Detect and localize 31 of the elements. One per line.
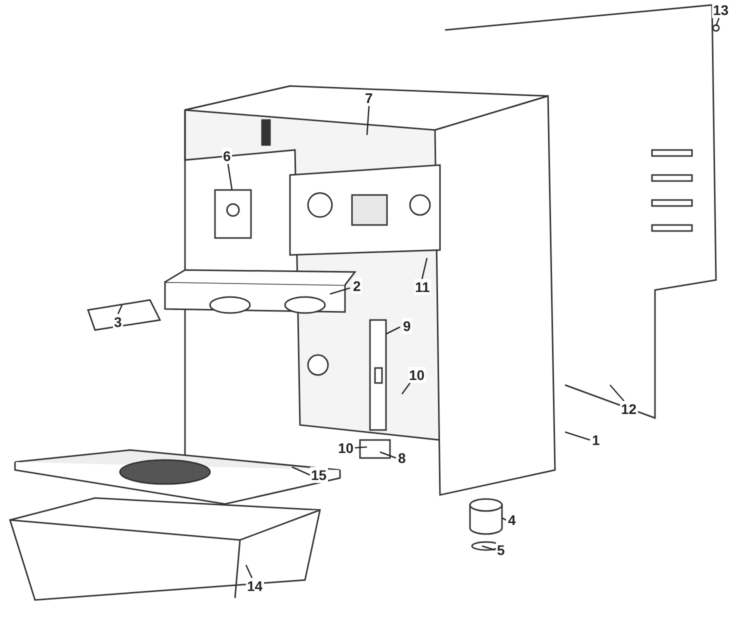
callout-number: 9 <box>402 318 412 334</box>
leader-line <box>564 431 590 441</box>
callout-number: 1 <box>591 432 601 448</box>
callout-number: 10 <box>408 367 426 383</box>
callout-number: 8 <box>397 450 407 466</box>
leader-line <box>330 287 350 295</box>
callout-number: 5 <box>496 542 506 558</box>
callout-number: 14 <box>246 578 264 594</box>
callout-number: 13 <box>712 2 730 18</box>
leader-line <box>386 326 400 335</box>
leader-line <box>502 517 506 521</box>
callout-number: 15 <box>310 467 328 483</box>
leader-line <box>227 164 233 190</box>
leader-line <box>421 258 428 280</box>
callout-number: 6 <box>222 148 232 164</box>
leader-line <box>610 384 624 402</box>
leader-line <box>366 106 370 136</box>
callout-number: 12 <box>620 401 638 417</box>
callout-number: 7 <box>364 90 374 106</box>
leader-line <box>715 18 720 26</box>
leader-line <box>380 451 396 459</box>
leader-line <box>292 466 310 476</box>
leader-line <box>401 382 411 394</box>
leader-line <box>482 545 496 551</box>
callout-number: 10 <box>337 440 355 456</box>
leader-line <box>117 304 123 314</box>
callout-number: 11 <box>414 279 431 295</box>
leader-line <box>245 564 253 578</box>
callout-number: 3 <box>113 314 123 330</box>
callout-number: 4 <box>507 512 517 528</box>
callout-number: 2 <box>352 278 362 294</box>
